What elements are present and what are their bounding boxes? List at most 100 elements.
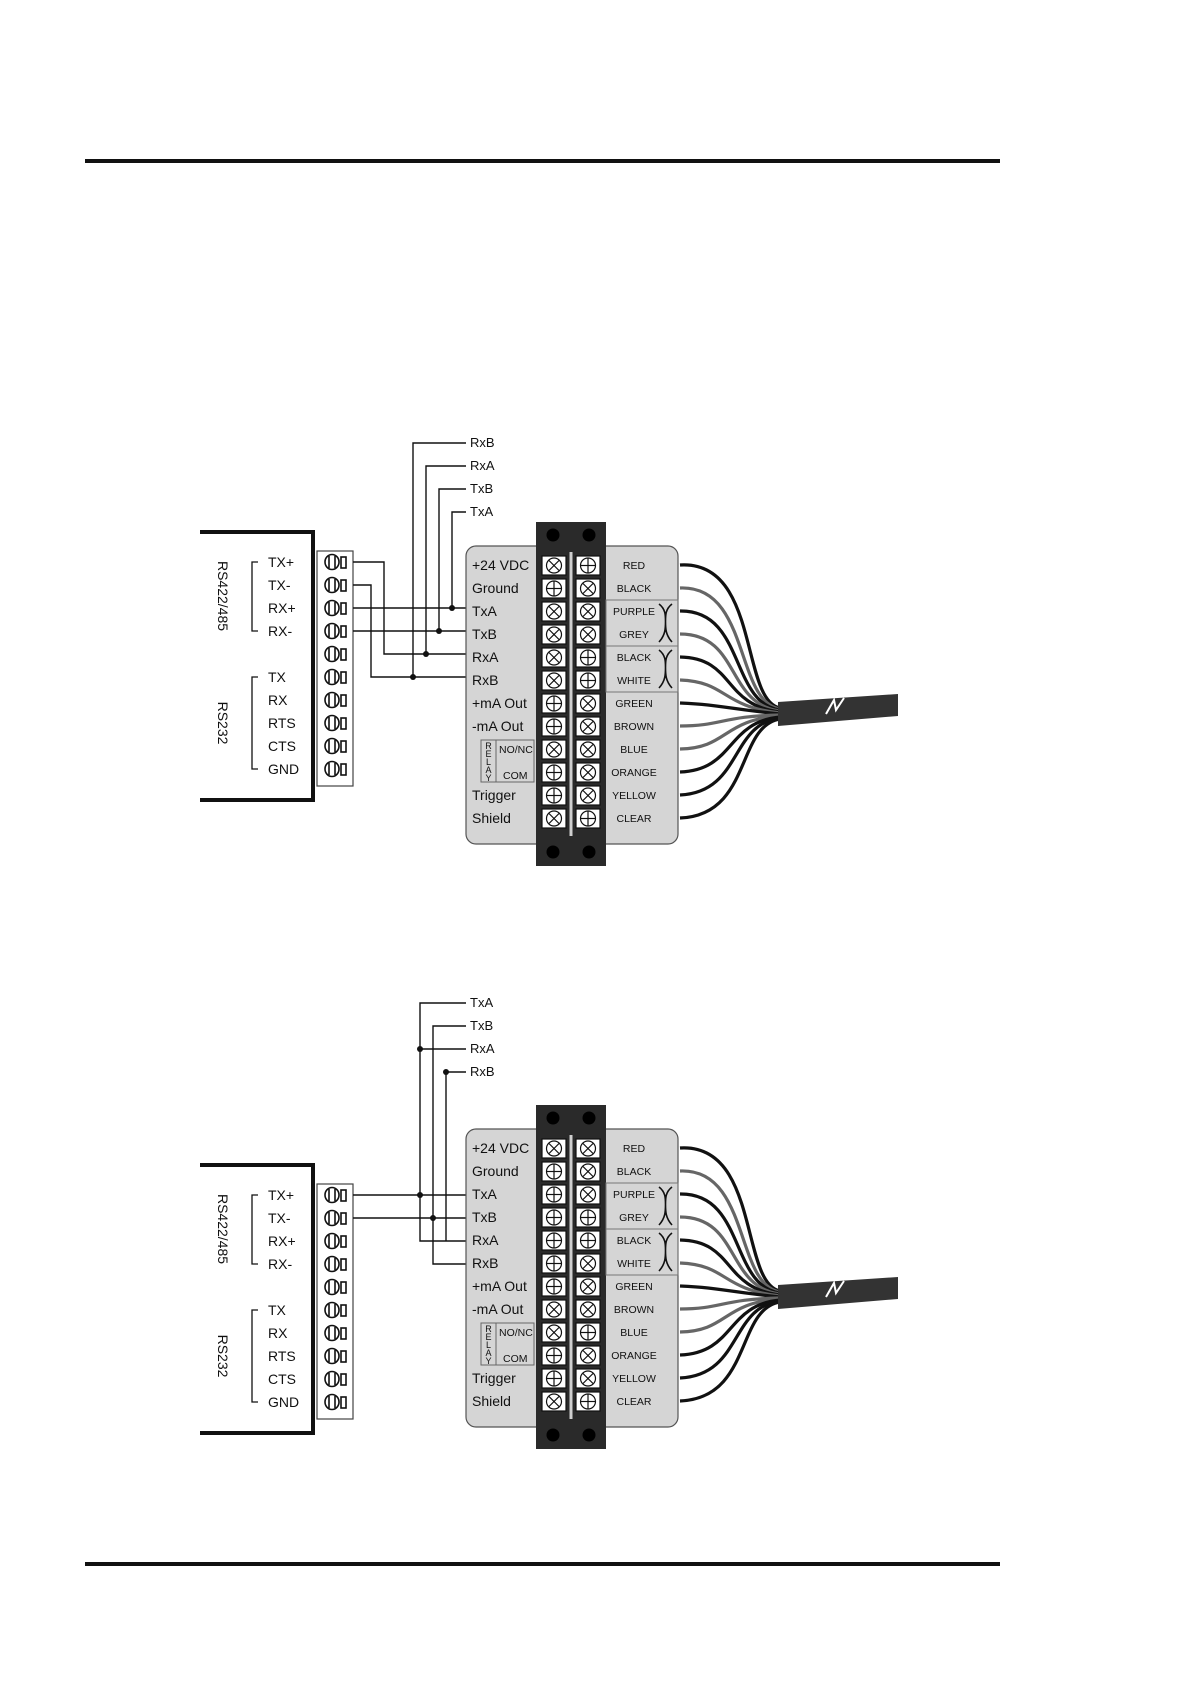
terminal-label: NO/NC [499, 744, 533, 756]
terminal-screw [575, 1368, 601, 1389]
rs232-label: RS232 [215, 1335, 231, 1378]
cable-wire [679, 586, 781, 711]
cable-wire [679, 1284, 781, 1299]
cable-wire [679, 1299, 781, 1380]
wire-color-label: RED [623, 1143, 646, 1155]
terminal-label: Shield [472, 810, 511, 826]
relay-letter: A [485, 765, 491, 775]
terminal-screw [575, 785, 601, 806]
cable-wire [679, 1215, 781, 1296]
rs422-bracket [251, 1194, 258, 1265]
cable-wire [679, 1300, 781, 1403]
terminal-screw [541, 808, 567, 829]
wire-color-label: WHITE [617, 1258, 651, 1270]
wire-txa [419, 1002, 466, 1195]
cable-break-icon [825, 697, 845, 715]
terminal-label: Shield [472, 1393, 511, 1409]
wire-color-label: YELLOW [612, 1373, 656, 1385]
wire-color-label: PURPLE [613, 606, 655, 618]
relay-letter: Y [485, 773, 491, 783]
wire-label: RxA [470, 1041, 495, 1056]
terminal-screw [575, 647, 601, 668]
cable-wire [679, 1169, 781, 1294]
cable-wire [679, 714, 781, 751]
terminal-screw [541, 624, 567, 645]
wire-color-label: BLACK [617, 1166, 651, 1178]
cable-wire [679, 716, 781, 797]
terminal-screw [575, 808, 601, 829]
terminal-screw [541, 555, 567, 576]
terminal-label: +24 VDC [472, 1140, 529, 1156]
terminal-label: -mA Out [472, 1301, 523, 1317]
cable-wire [679, 715, 781, 774]
terminal-label: +mA Out [472, 1278, 527, 1294]
terminal-screw [541, 1138, 567, 1159]
wiring-diagram-2wire: RS422/485 RS232 TX+ TX- RX+ RX- TX RX RT… [200, 995, 898, 1449]
cable-wire [679, 701, 781, 716]
host-pin-label: RTS [268, 1348, 296, 1364]
cable-wire [679, 632, 781, 713]
cable-wire [679, 655, 781, 714]
wire-rxb [445, 1071, 466, 1241]
host-pin-label: TX+ [268, 554, 294, 570]
host-pin [324, 1209, 347, 1227]
relay-letter: R [485, 1324, 492, 1334]
rs422-bracket [251, 561, 258, 632]
host-pin [324, 668, 347, 686]
terminal-label: RxA [472, 649, 499, 665]
terminal-label: COM [503, 1353, 528, 1365]
wire-color-label: GREEN [615, 1281, 652, 1293]
cable-wire [679, 713, 781, 728]
host-pin [324, 1370, 347, 1388]
terminal-screw [575, 1207, 601, 1228]
wire-color-label: PURPLE [613, 1189, 655, 1201]
cable-wire [679, 1261, 781, 1298]
terminal-label: +24 VDC [472, 557, 529, 573]
host-connector-pins [324, 1186, 347, 1411]
cable-wire [679, 678, 781, 715]
terminal-screw [541, 1207, 567, 1228]
host-pin [324, 576, 347, 594]
cable-wire [679, 1192, 781, 1295]
cable-fan [679, 563, 781, 820]
host-pin [324, 553, 347, 571]
wire-color-label: YELLOW [612, 790, 656, 802]
wiring-diagram-4wire: RS422/485 RS232 TX+ TX- RX+ RX- TX RX RT… [200, 435, 898, 866]
cable-wire [679, 1146, 781, 1293]
terminal-screw [541, 1322, 567, 1343]
terminal-label: -mA Out [472, 718, 523, 734]
host-pin [324, 1393, 347, 1411]
terminal-screw [575, 1345, 601, 1366]
terminal-label: +mA Out [472, 695, 527, 711]
cable-wire [679, 1238, 781, 1297]
host-pin [324, 622, 347, 640]
host-pin-label: TX [268, 1302, 287, 1318]
rs422-label: RS422/485 [215, 561, 231, 631]
terminal-screw [575, 762, 601, 783]
host-pin [324, 599, 347, 617]
wire-color-label: BLUE [620, 1327, 647, 1339]
wire-color-label: GREEN [615, 698, 652, 710]
terminal-screw [541, 785, 567, 806]
wire-color-label: BLUE [620, 744, 647, 756]
host-pin [324, 760, 347, 778]
host-connector-pins [324, 553, 347, 778]
terminal-screw [575, 739, 601, 760]
terminal-screw [575, 1391, 601, 1412]
host-box [200, 1163, 315, 1435]
terminal-screw [541, 1253, 567, 1274]
wire-junctions [410, 605, 455, 680]
footer-rule [85, 1562, 1000, 1566]
terminal-screw [541, 1299, 567, 1320]
host-pin [324, 714, 347, 732]
wire-color-label: WHITE [617, 675, 651, 687]
terminal-label: TxA [472, 1186, 498, 1202]
terminal-screw [541, 1161, 567, 1182]
terminal-screw [575, 1299, 601, 1320]
host-pin-label: RX [268, 692, 288, 708]
terminal-screw [541, 1230, 567, 1251]
terminal-screw [541, 1345, 567, 1366]
relay-letter: L [486, 1340, 491, 1350]
twisted-pair-icon [658, 1232, 673, 1272]
twisted-pair-box [605, 1228, 679, 1276]
